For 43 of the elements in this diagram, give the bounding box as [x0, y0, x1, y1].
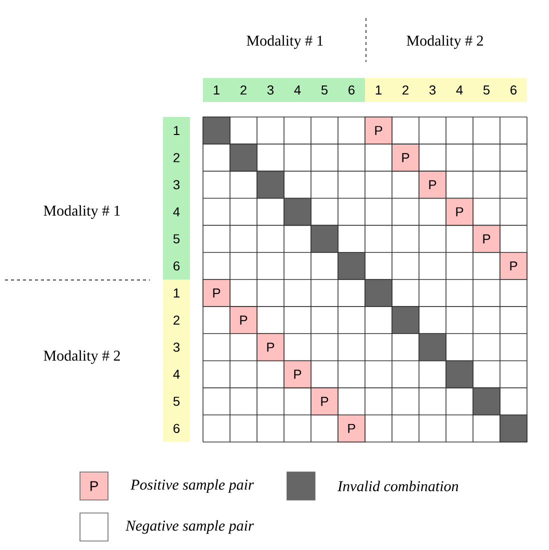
- positive-cell: P: [472, 224, 500, 253]
- column-number: 4: [456, 86, 463, 94]
- row-number: 2: [174, 153, 180, 162]
- row-number: 6: [174, 261, 180, 271]
- legend-text: Positive sample pair: [130, 479, 254, 493]
- row-number: 4: [173, 370, 180, 379]
- column-number: 1: [376, 86, 382, 94]
- positive-cell: P: [310, 387, 338, 416]
- row-number: 2: [174, 316, 180, 325]
- legend-text: Negative sample pair: [125, 520, 254, 534]
- column-number: 5: [321, 85, 328, 95]
- column-number: 1: [214, 86, 220, 94]
- row-number: 6: [174, 424, 180, 434]
- row-number: 1: [174, 126, 180, 136]
- modality-label: Modality # 2: [406, 35, 483, 49]
- modality-label: Modality # 1: [246, 35, 323, 49]
- positive-cell: P: [230, 306, 258, 334]
- modality-label: Modality # 1: [44, 205, 120, 219]
- column-number: 4: [294, 86, 301, 94]
- row-number: 4: [173, 207, 180, 216]
- row-number: 5: [173, 396, 180, 406]
- positive-cell: P: [500, 252, 528, 280]
- column-number: 6: [510, 85, 517, 95]
- column-number: 6: [348, 85, 355, 95]
- positive-cell: P: [284, 360, 312, 388]
- positive-cell: P: [446, 198, 474, 226]
- row-number: 3: [173, 342, 180, 352]
- column-number: 3: [267, 85, 274, 95]
- row-number: 1: [174, 288, 180, 298]
- positive-cell: P: [256, 333, 284, 362]
- row-number: 3: [173, 180, 180, 190]
- positive-cell: P: [418, 170, 446, 199]
- positive-cell: P: [338, 414, 366, 442]
- legend-text: Invalid combination: [337, 480, 458, 492]
- positive-cell: P: [392, 144, 420, 172]
- positive-cell: P: [202, 279, 230, 307]
- column-number: 2: [402, 85, 408, 95]
- column-number: 2: [240, 85, 246, 95]
- column-number: 3: [429, 85, 436, 95]
- row-number: 5: [173, 234, 180, 244]
- positive-cell: P: [364, 116, 392, 144]
- column-number: 5: [483, 85, 490, 95]
- modality-label: Modality # 2: [44, 350, 120, 364]
